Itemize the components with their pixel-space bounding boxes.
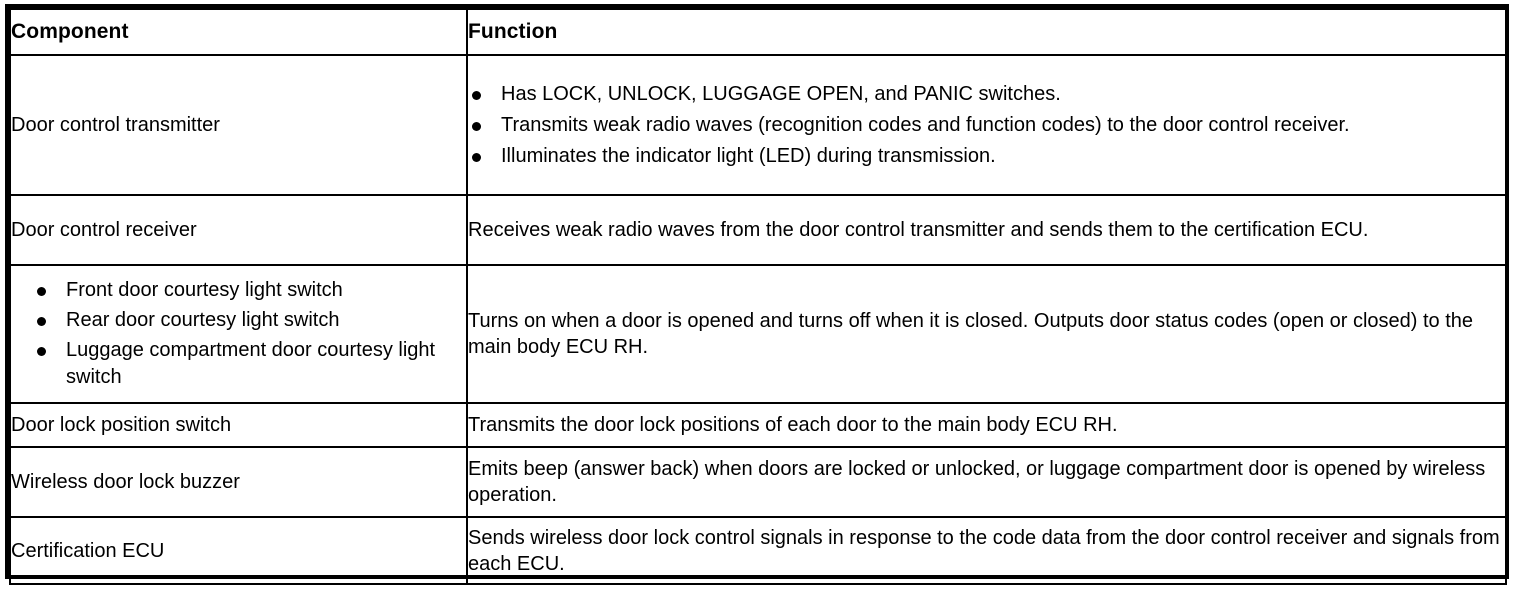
cell-component: Certification ECU [9,516,468,585]
cell-component: Wireless door lock buzzer [9,446,468,518]
function-text: Turns on when a door is opened and turns… [468,310,1474,358]
column-header-component: Component [9,8,468,56]
cell-function: Receives weak radio waves from the door … [466,194,1507,266]
cell-function: Sends wireless door lock control signals… [466,516,1507,585]
bullet-icon [472,121,481,131]
table-row: Door control receiver Receives weak radi… [9,194,1507,266]
component-function-table: Component Function Door control transmit… [9,8,1507,585]
list-item: Rear door courtesy light switch [33,307,466,334]
cell-function: Transmits the door lock positions of eac… [466,402,1507,448]
list-item: Luggage compartment door courtesy light … [33,337,466,391]
list-item: Illuminates the indicator light (LED) du… [468,143,1505,170]
bullet-icon [37,317,46,326]
list-item-label: Transmits weak radio waves (recognition … [501,113,1350,136]
list-item-label: Front door courtesy light switch [66,279,343,301]
cell-function: Emits beep (answer back) when doors are … [466,446,1507,518]
list-item-label: Luggage compartment door courtesy light … [66,339,436,388]
component-bullet-list: Front door courtesy light switch Rear do… [11,277,466,391]
cell-component: Door lock position switch [9,402,468,448]
bullet-icon [472,90,481,100]
cell-component: Door control receiver [9,194,468,266]
table-row: Wireless door lock buzzer Emits beep (an… [9,446,1507,518]
function-text: Receives weak radio waves from the door … [468,219,1369,241]
table-row: Front door courtesy light switch Rear do… [9,264,1507,404]
table-header: Component Function [9,8,1507,56]
cell-component: Door control transmitter [9,54,468,196]
table-row: Certification ECU Sends wireless door lo… [9,516,1507,585]
table-body: Door control transmitter Has LOCK, UNLOC… [9,54,1507,585]
list-item: Transmits weak radio waves (recognition … [468,112,1505,139]
function-text: Emits beep (answer back) when doors are … [468,458,1486,506]
function-text: Sends wireless door lock control signals… [468,526,1500,575]
table-row: Door control transmitter Has LOCK, UNLOC… [9,54,1507,196]
list-item-label: Has LOCK, UNLOCK, LUGGAGE OPEN, and PANI… [501,82,1061,105]
cell-function: Has LOCK, UNLOCK, LUGGAGE OPEN, and PANI… [466,54,1507,196]
column-header-function: Function [466,8,1507,56]
bullet-icon [37,347,46,356]
list-item: Has LOCK, UNLOCK, LUGGAGE OPEN, and PANI… [468,81,1505,108]
spec-table-container: Component Function Door control transmit… [5,4,1509,585]
function-bullet-list: Has LOCK, UNLOCK, LUGGAGE OPEN, and PANI… [468,81,1505,170]
table-header-row: Component Function [9,8,1507,56]
table-row: Door lock position switch Transmits the … [9,402,1507,448]
list-item-label: Rear door courtesy light switch [66,309,340,331]
list-item-label: Illuminates the indicator light (LED) du… [501,144,996,167]
cell-function: Turns on when a door is opened and turns… [466,264,1507,404]
bullet-icon [472,152,481,162]
function-text: Transmits the door lock positions of eac… [468,414,1118,436]
bullet-icon [37,287,46,296]
list-item: Front door courtesy light switch [33,277,466,304]
cell-component: Front door courtesy light switch Rear do… [9,264,468,404]
